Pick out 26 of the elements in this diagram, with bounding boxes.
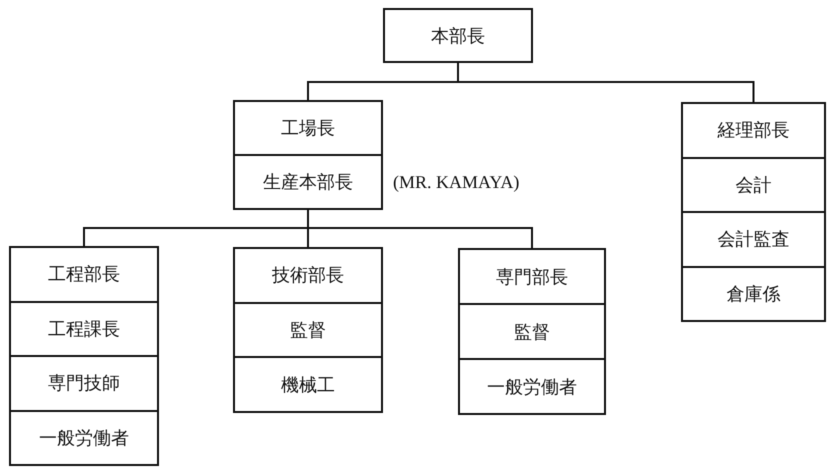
position-role: 一般労働者 xyxy=(11,410,157,464)
position-title: 本部長 xyxy=(430,24,486,48)
position-title: 工程部長 xyxy=(47,263,121,288)
position-role: 会計 xyxy=(683,156,824,211)
position-role: 工程課長 xyxy=(11,300,157,355)
position-role: 監督 xyxy=(460,303,604,358)
position-title: 専門部長 xyxy=(495,266,569,290)
position-role: 生産本部長 xyxy=(235,154,381,208)
position-box xyxy=(383,8,533,63)
position-box xyxy=(458,248,606,415)
position-box xyxy=(9,246,159,466)
connector-line xyxy=(457,63,754,102)
position-title: 経理部長 xyxy=(716,119,790,144)
person-name: (MR. KAMAYA) xyxy=(393,172,520,193)
position-role: 機械工 xyxy=(235,356,381,412)
position-role: 会計監査 xyxy=(683,211,824,266)
position-title: 技術部長 xyxy=(271,264,345,288)
position-role: 倉庫係 xyxy=(683,266,824,320)
position-box xyxy=(681,102,826,322)
position-title: 工場長 xyxy=(280,117,336,141)
position-box xyxy=(233,100,383,210)
position-role: 専門技師 xyxy=(11,355,157,410)
position-role: 監督 xyxy=(235,302,381,356)
connector-line xyxy=(307,210,533,248)
position-box xyxy=(233,247,383,413)
position-role: 一般労働者 xyxy=(460,358,604,413)
